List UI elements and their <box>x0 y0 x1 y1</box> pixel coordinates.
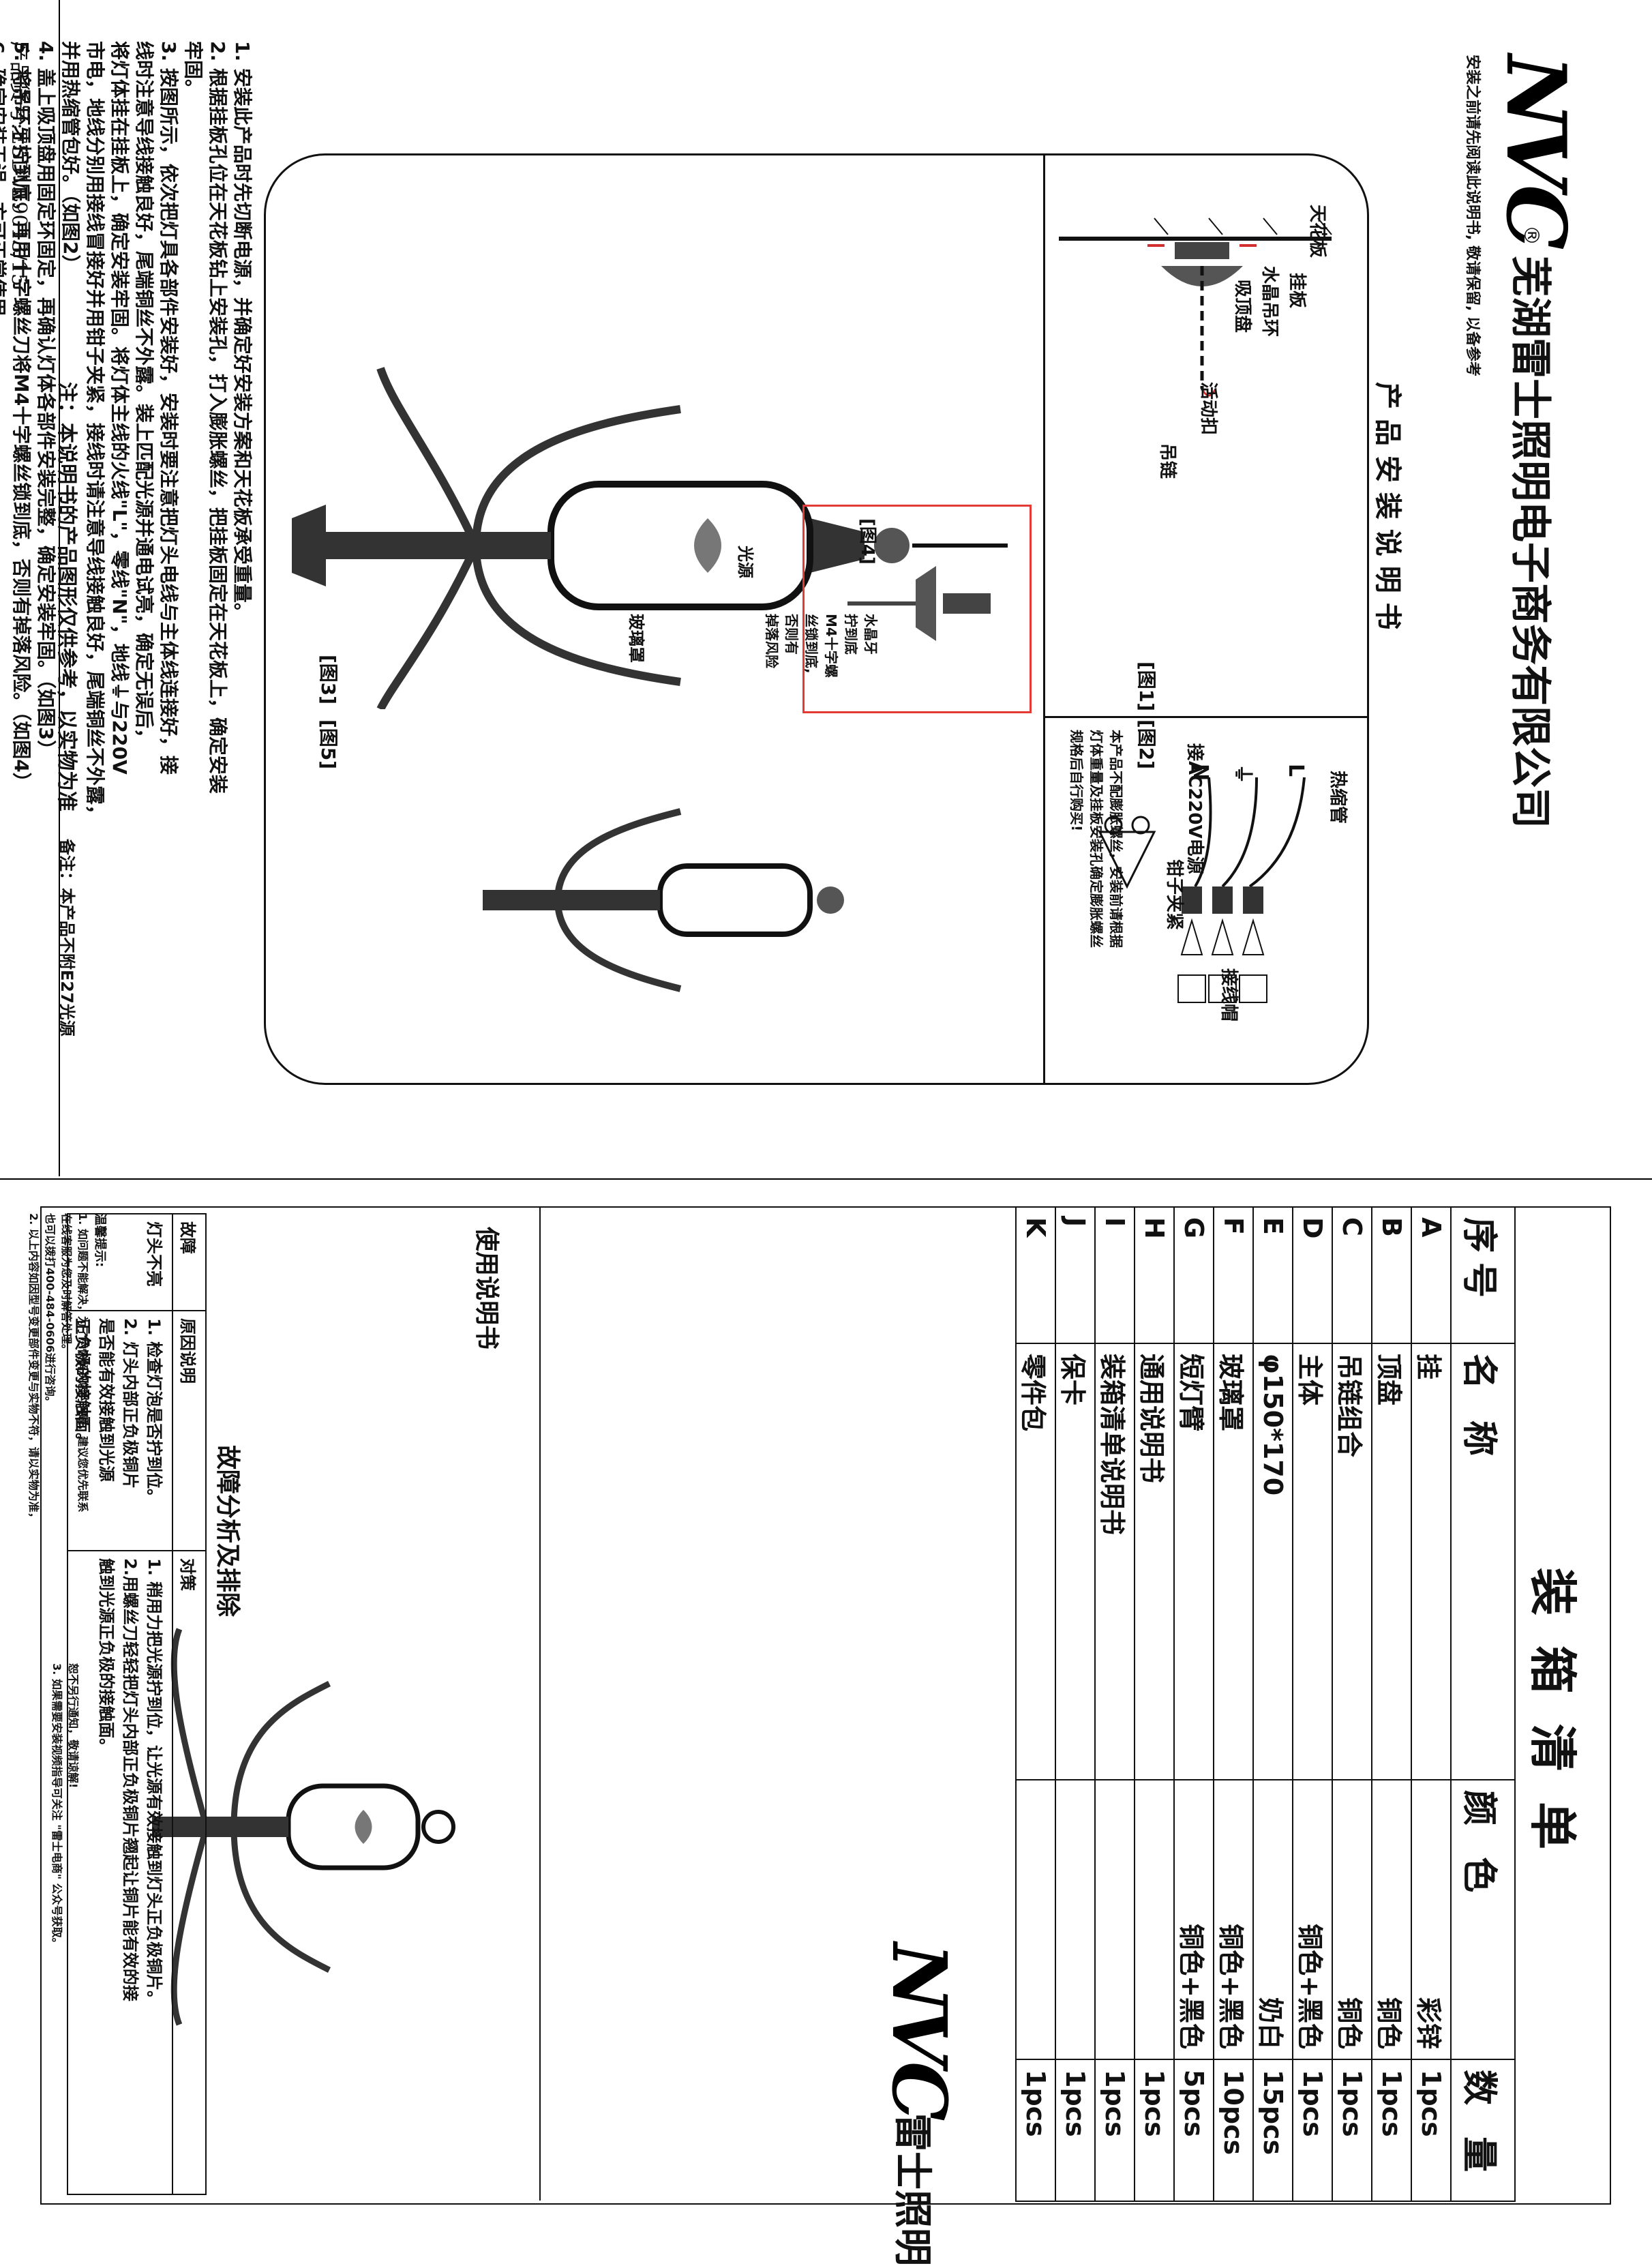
tip-line: 3. 如果需要安装视频指导可关注 "雷士电商" 公众号获取。 <box>50 1663 63 1949</box>
usage-section-rule <box>539 1208 541 2201</box>
fig2-label-power: 接AC220V电源 <box>1184 743 1205 874</box>
header-qty: 数 量 <box>1451 2059 1515 2201</box>
fig3-drawing <box>292 367 1008 709</box>
fig2-tag: [图2] <box>1135 719 1158 770</box>
trouble-header-row: 故障 原因说明 对策 <box>172 1214 206 2194</box>
instruction-sheet: 产品货号:ESDⅦ9013/15 NVC ® 芜湖雷士照明电子商务有限公司 安装… <box>0 0 1584 1176</box>
tips-title: 温馨提示: <box>93 1213 107 1268</box>
trouble-fix: 1. 稍用力把光源拧到位，让光源有效接触到灯头正负极铜片。 2.用螺丝刀轻轻把灯… <box>67 1551 172 2194</box>
disclaimer-note: 注：本说明书的产品图形仅供参考，以实物为准 <box>55 382 78 811</box>
fig4-note: 水晶牙 拧到底 M4十字螺 丝锁到底, 否则有 掉落风险 <box>764 614 879 678</box>
tip-line: 在线客服为您及时解答处理。 <box>60 1213 73 1356</box>
fig1-label-canopy: 吸顶盘 <box>1232 280 1252 333</box>
brand-name: 雷士照明 <box>890 2113 934 2266</box>
fig5-drawing <box>483 808 844 992</box>
fig1-drawing <box>1059 218 1332 397</box>
fig2-wire-l: L <box>1284 764 1308 777</box>
company-name: 芜湖雷士照明电子商务有限公司 <box>1506 256 1554 829</box>
tip-line: 恕不另行通知，敬请谅解! <box>67 1663 80 1789</box>
fig2-label-wire-cap: 接线帽 <box>1218 968 1239 1022</box>
fig1-tag: [图1] <box>1135 661 1158 712</box>
fig2-wire-n: N <box>1188 764 1212 781</box>
fig1-label-link: 活动扣 <box>1198 382 1218 436</box>
fig1-label-ceiling: 天花板 <box>1307 205 1327 258</box>
header-name: 名 称 <box>1451 1343 1515 1780</box>
trouble-header-cause: 原因说明 <box>172 1311 206 1551</box>
step-line: 3. 按图所示，依次把灯具各部件安装好，安装时要注意把灯头电线与主体线连接好，接 <box>157 41 180 775</box>
fig1-label-chain: 吊链 <box>1157 443 1177 479</box>
packing-title: 装 箱 清 单 <box>1525 1568 1580 1857</box>
frame-divider-h <box>1043 155 1045 1083</box>
header-color: 颜 色 <box>1451 1780 1515 2059</box>
fig4-label-glass: 玻璃罩 <box>627 614 646 663</box>
step-line: 牢固。 <box>182 41 205 99</box>
fig1-label-crystal-ring: 水晶吊环 <box>1259 266 1280 338</box>
page-title: 产 品 安 装 说 明 书 <box>1372 382 1403 630</box>
step-line: 市电，地线分别用接线冒接好并用钳子夹紧，接线时请注意导线接触良好，尾端铜丝不外露… <box>84 41 106 824</box>
packing-header-row: 序号 名 称 颜 色 数 量 <box>1451 1207 1515 2201</box>
tip-line: 1. 如问题不能解决，为了尽快解决您的问题，建议您优先联系 <box>76 1213 89 1512</box>
nvc-logo-bottom: NVC <box>875 1943 963 2117</box>
nvc-logo: NVC <box>1488 55 1584 246</box>
sheet-divider <box>0 1178 1652 1180</box>
trouble-header-fix: 对策 <box>172 1551 206 2194</box>
trouble-title: 故障分析及排除 <box>213 1445 241 1617</box>
fig1-label-bracket: 挂板 <box>1287 273 1307 309</box>
trouble-header-fault: 故障 <box>172 1214 206 1311</box>
fig4-tag: [图4] <box>857 518 877 565</box>
product-illustration <box>152 1628 455 2026</box>
step-line: 1. 安装此产品时先切断电源，并确定好安装方案和天花板承受重量。 <box>231 41 254 622</box>
tip-line: 也可以拨打400-484-0606进行咨询。 <box>44 1213 57 1407</box>
fig4-drawing <box>847 566 991 641</box>
frame-divider-v <box>1043 716 1367 718</box>
step-line: 线时注意导线接触良好，尾端铜丝不外露。装上匹配光源并通电试亮，确定无误后， <box>133 41 155 748</box>
fig2-drawing <box>1098 777 1306 1003</box>
fig2-note: 本产品不配膨胀螺丝，安装前请根据 灯体重量及挂板安装孔确定膨胀螺丝 规格后自行购… <box>1068 730 1124 948</box>
header-no: 序号 <box>1451 1207 1515 1343</box>
preface-text: 安装之前请先阅读此说明书, 敬请保留, 以备参考 <box>1464 55 1481 377</box>
step-line: 5. 将吊环牙拧到底，再用十字螺丝刀将M4十字螺丝锁到底，否则有掉落风险。（如图… <box>10 41 33 792</box>
step-line: 6. 确定安装无误，方可正常使用。 <box>0 41 8 336</box>
tip-line: 2. 以上内容如因型号变更部件变更与实物不符，请以实物为准， <box>27 1213 40 1523</box>
tips-block-2: 恕不另行通知，敬请谅解! 3. 如果需要安装视频指导可关注 "雷士电商" 公众号… <box>50 1663 82 1949</box>
remark-note: 备注：本产品不附E27光源 <box>57 839 76 1037</box>
fig3-tag: [图3] <box>317 655 340 705</box>
step-line: 将灯体挂在挂板上，确定安装牢固。将灯体主线的火线"L"，零线"N"，地线⏚与22… <box>108 41 131 775</box>
fig4-label-light-source: 光源 <box>736 546 755 578</box>
steps-list: 1. 安装此产品时先切断电源，并确定好安装方案和天花板承受重量。 2. 根据挂板… <box>0 41 254 824</box>
fig2-wire-ground: ⏚ <box>1231 764 1255 784</box>
registered-mark: ® <box>1519 225 1543 245</box>
usage-title: 使用说明书 <box>472 1227 500 1350</box>
tips-block: 温馨提示: 1. 如问题不能解决，为了尽快解决您的问题，建议您优先联系 在线客服… <box>27 1213 110 1523</box>
fig2-label-heat-shrink: 热缩管 <box>1327 771 1348 824</box>
step-line: 2. 根据挂板孔位在天花板钻上安装孔，打入膨胀螺丝，把挂板固定在天花板上，确定安… <box>207 41 229 794</box>
